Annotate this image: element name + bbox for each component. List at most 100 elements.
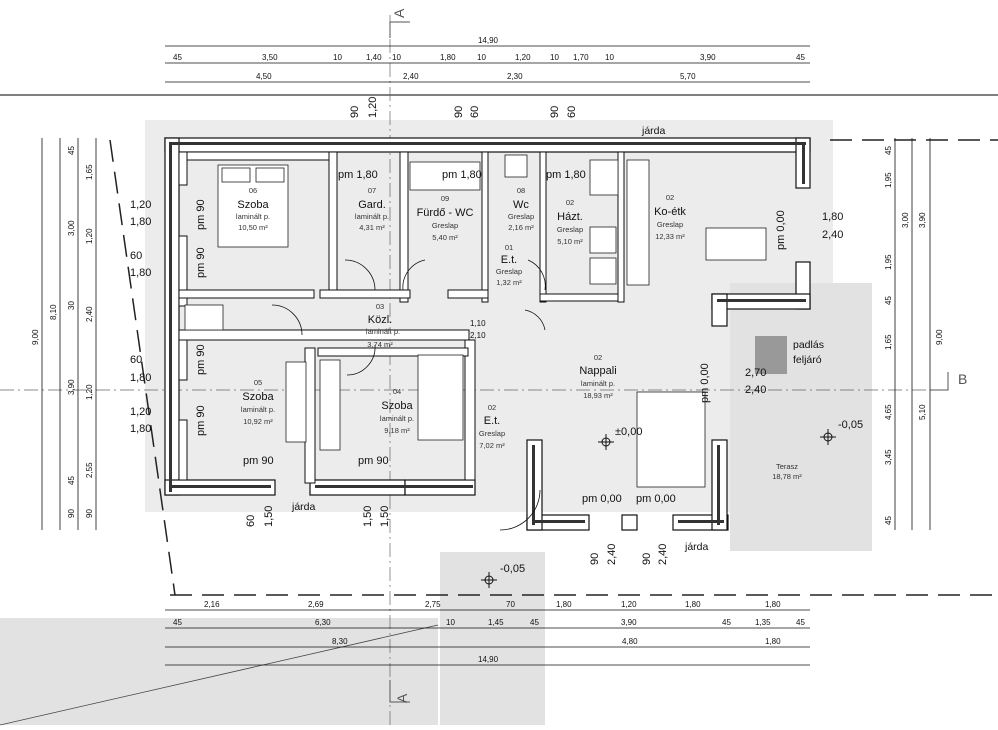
room-09-area: 5,40 m²: [432, 233, 458, 242]
dim-bot2-4: 1,45: [488, 618, 504, 627]
room-hazt-num: 02: [566, 198, 574, 207]
dim-left-b6: 90: [85, 509, 94, 518]
room-07-num: 07: [368, 186, 376, 195]
dim-right-a6: 4,65: [884, 404, 893, 420]
dim-right-b1: 3,00: [901, 212, 910, 228]
room-08-name: Wc: [513, 199, 529, 211]
label-pm180-3: pm 1,80: [546, 169, 586, 181]
section-mark-top: A: [391, 8, 407, 18]
room-03-name: Közl.: [368, 314, 392, 326]
label-60-t1: 60: [469, 106, 481, 118]
room-07-floor: laminált p.: [355, 212, 389, 221]
dim-top-5: 10: [392, 53, 401, 62]
room-et2-area: 7,02 m²: [479, 441, 505, 450]
dim-left-b4: 1,20: [85, 384, 94, 400]
room-03-floor: laminált p.: [366, 327, 400, 336]
wall-hatch: [169, 142, 806, 525]
label-210: 2,10: [470, 331, 486, 340]
label-pm90-1: pm 90: [243, 455, 274, 467]
room-04-name: Szoba: [381, 400, 413, 412]
label-pm000-v2: pm 0,00: [699, 363, 711, 403]
room-04-num: 04: [393, 387, 401, 396]
room-koetk-floor: Greslap: [657, 220, 683, 229]
dim-top-6: 1,80: [440, 53, 456, 62]
label-270: 2,70: [745, 367, 766, 379]
room-09-floor: Greslap: [432, 221, 458, 230]
room-terasz-area: 18,78 m²: [772, 472, 802, 481]
room-07-name: Gard.: [358, 199, 386, 211]
attic-hatch: [755, 336, 787, 374]
room-koetk-name: Ko-étk: [654, 206, 686, 218]
room-et2-name: E.t.: [484, 415, 501, 427]
dim-left-a2: 3,00: [67, 220, 76, 236]
room-et1-area: 1,32 m²: [496, 278, 522, 287]
dim-top2-2: 2,40: [403, 72, 419, 81]
label-240-b: 2,40: [745, 384, 766, 396]
label-pm90-v3: pm 90: [195, 344, 207, 375]
room-labels: 06 Szoba laminált p. 10,50 m² 07 Gard. l…: [236, 186, 802, 481]
dim-bot2-2: 6,30: [315, 618, 331, 627]
label-150-a: 1,50: [263, 506, 275, 527]
dim-top-total: 14,90: [478, 36, 499, 45]
dim-left-b3: 2,40: [85, 306, 94, 322]
room-09-num: 09: [441, 194, 449, 203]
label-padlas: padlás: [793, 339, 824, 351]
dim-left-a1: 45: [67, 146, 76, 155]
dim-top-1: 45: [173, 53, 182, 62]
dim-right-b3: 5,10: [918, 404, 927, 420]
label-60-t2: 60: [566, 106, 578, 118]
room-et2-num: 02: [488, 403, 496, 412]
label-elev-zero: ±0,00: [615, 426, 642, 438]
room-06-area: 10,50 m²: [238, 223, 268, 232]
label-elev-right: -0,05: [838, 419, 863, 431]
room-hazt-floor: Greslap: [557, 225, 583, 234]
dim-top2-4: 5,70: [680, 72, 696, 81]
dim-bot2-9: 45: [796, 618, 805, 627]
room-06-name: Szoba: [237, 199, 269, 211]
dim-left-outer: 9,00: [31, 329, 40, 345]
room-05-floor: laminált p.: [241, 405, 275, 414]
label-90-t3: 90: [549, 106, 561, 118]
interior-walls: [178, 151, 625, 484]
label-240-c: 2,40: [606, 544, 618, 565]
dim-top-2: 3,50: [262, 53, 278, 62]
label-elev-bottom: -0,05: [500, 563, 525, 575]
room-08-area: 2,16 m²: [508, 223, 534, 232]
dim-left-a4: 3,90: [67, 379, 76, 395]
elevation-markers: [481, 429, 836, 588]
dim-bot3-2: 4,80: [622, 637, 638, 646]
label-150-c: 1,50: [379, 506, 391, 527]
dim-top-12: 3,90: [700, 53, 716, 62]
room-koetk-area: 12,33 m²: [655, 232, 685, 241]
room-08-num: 08: [517, 186, 525, 195]
dim-left-b2: 1,20: [85, 228, 94, 244]
room-nappali-name: Nappali: [579, 365, 616, 377]
dim-right-a1: 45: [884, 146, 893, 155]
label-120-b: 1,20: [130, 406, 151, 418]
room-03-area: 3,74 m²: [367, 340, 393, 349]
dim-bot3-1: 8,30: [332, 637, 348, 646]
dim-bot2-6: 3,90: [621, 618, 637, 627]
room-terasz-name: Terasz: [776, 462, 798, 471]
label-60-a: 60: [130, 250, 142, 262]
label-180-b: 1,80: [130, 267, 151, 279]
label-180-d: 1,80: [130, 423, 151, 435]
dimension-lines: [41, 45, 931, 666]
label-pm90-v2: pm 90: [195, 247, 207, 278]
dim-bot2-3: 10: [446, 618, 455, 627]
label-pm000-2: pm 0,00: [636, 493, 676, 505]
axis-mark-b: B: [958, 371, 967, 387]
label-240-a: 2,40: [822, 229, 843, 241]
furniture: [184, 154, 767, 488]
dim-top-4: 1,40: [366, 53, 382, 62]
dim-top-9: 10: [550, 53, 559, 62]
dim-left-b5: 2,55: [85, 462, 94, 478]
dim-bot2-5: 45: [530, 618, 539, 627]
room-05-name: Szoba: [242, 391, 274, 403]
dim-bot-3: 2,75: [425, 600, 441, 609]
label-240-d: 2,40: [657, 544, 669, 565]
room-06-num: 06: [249, 186, 257, 195]
dim-top-11: 10: [605, 53, 614, 62]
label-180-e: 1,80: [822, 211, 843, 223]
dim-right-a4: 45: [884, 296, 893, 305]
